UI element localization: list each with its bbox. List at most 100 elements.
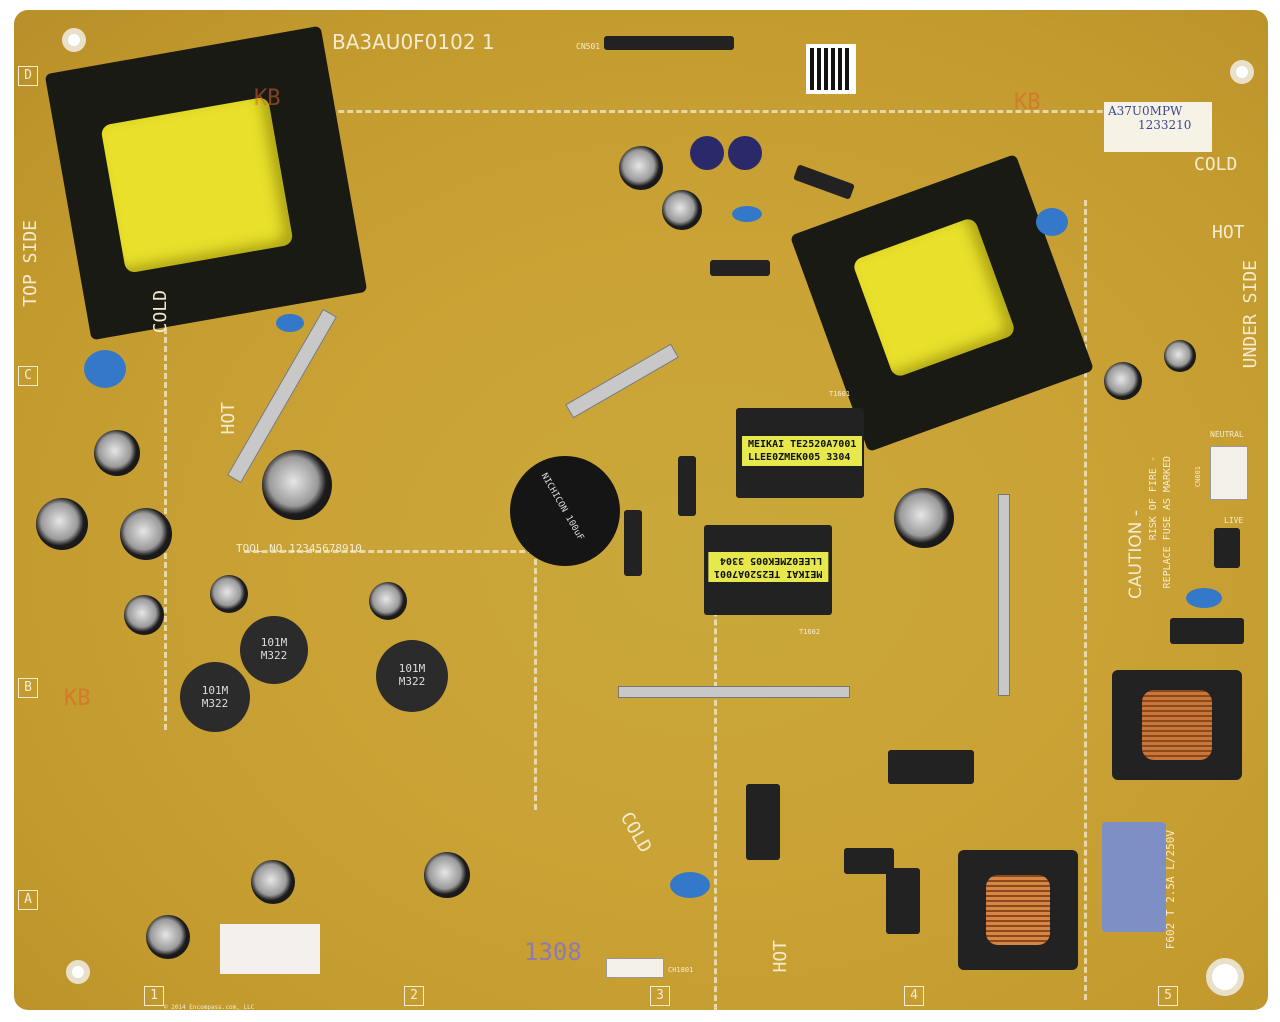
t1601-label: MEIKAI TE2520A7001 LLEE0ZMEK005 3304 <box>742 436 863 466</box>
cold-label: COLD <box>615 808 656 857</box>
diode <box>624 510 642 576</box>
relay <box>886 868 920 934</box>
mounting-hole <box>1206 958 1244 996</box>
isolation-trace <box>714 530 717 1010</box>
tool-number: TOOL NO.12345678910 <box>236 542 362 555</box>
electrolytic-capacitor <box>1164 340 1196 372</box>
column-mark-1: 1 <box>144 986 164 1006</box>
bulk-cap-marking: NICHICON 100uF <box>538 471 586 543</box>
qr-code <box>806 44 856 94</box>
electrolytic-capacitor <box>210 575 248 613</box>
live-label: LIVE <box>1224 516 1244 525</box>
electrolytic-capacitor <box>251 860 295 904</box>
sticker-code: 1233210 <box>1138 118 1192 132</box>
electrolytic-capacitor <box>262 450 332 520</box>
t1602-line1: MEIKAI TE2520A7001 <box>714 568 823 579</box>
ceramic-capacitor <box>670 872 710 898</box>
line-filter-choke <box>958 850 1078 970</box>
cn501-connector[interactable] <box>604 36 734 50</box>
isolation-trace <box>284 110 1184 113</box>
row-mark-c: C <box>18 366 38 386</box>
pcb-board: BA3AU0F0102 1 CN501 T1601 MEIKAI TE2520A… <box>14 10 1268 1011</box>
electrolytic-capacitor <box>94 430 140 476</box>
fuse-label: F602 T 2.5A L/250V <box>1164 830 1177 949</box>
inductor-value: 101M <box>398 662 426 675</box>
bridge-rectifier <box>888 750 974 784</box>
cold-label: COLD <box>1194 154 1238 175</box>
transformer-coil <box>100 96 294 274</box>
electrolytic-capacitor <box>619 146 663 190</box>
caution-title: CAUTION - <box>1126 510 1146 599</box>
ceramic-capacitor <box>84 350 126 388</box>
caution-line2: REPLACE FUSE AS MARKED <box>1162 456 1173 589</box>
column-mark-5: 5 <box>1158 986 1178 1006</box>
row-mark-d: D <box>18 66 38 86</box>
hot-label: HOT <box>770 940 791 973</box>
neutral-label: NEUTRAL <box>1210 430 1244 439</box>
t1601-line1: MEIKAI TE2520A7001 <box>748 439 857 450</box>
heatsink <box>565 343 679 419</box>
electrolytic-capacitor <box>36 498 88 550</box>
mounting-hole <box>62 28 86 52</box>
column-mark-3: 3 <box>650 986 670 1006</box>
t1601-line2: LLEE0ZMEK005 <box>748 452 821 463</box>
isolation-trace <box>1084 200 1087 1000</box>
ch1801-label: CH1801 <box>668 966 694 974</box>
fuse-rating: T 2.5A L/250V <box>1164 830 1177 917</box>
x-capacitor <box>1102 822 1166 932</box>
caution-line1: RISK OF FIRE - <box>1148 456 1159 541</box>
heatsink <box>618 686 850 698</box>
mounting-hole <box>66 960 90 984</box>
inductor-code: M322 <box>260 649 288 662</box>
kb-mark: KB <box>254 86 281 111</box>
cold-label: COLD <box>150 290 171 334</box>
barcode-sticker <box>220 924 320 974</box>
ch1801-connector[interactable] <box>606 958 664 978</box>
heatsink <box>998 494 1010 696</box>
mounting-hole <box>1230 60 1254 84</box>
sticker: A37U0MPW 1233210 <box>1104 102 1212 152</box>
sticker-model: A37U0MPW <box>1108 104 1183 118</box>
electrolytic-capacitor <box>120 508 172 560</box>
row-mark-a: A <box>18 890 38 910</box>
column-mark-4: 4 <box>904 986 924 1006</box>
diode <box>793 164 855 200</box>
t1602-code: 3304 <box>720 555 745 566</box>
relay <box>746 784 780 860</box>
electrolytic-capacitor <box>424 852 470 898</box>
ceramic-capacitor <box>1186 588 1222 608</box>
board-part-number: BA3AU0F0102 1 <box>332 30 495 54</box>
bulk-capacitor: NICHICON 100uF <box>510 456 620 566</box>
electrolytic-capacitor <box>124 595 164 635</box>
t1602-line2: LLEE0ZMEK005 <box>750 555 823 566</box>
ceramic-capacitor <box>1036 208 1068 236</box>
kb-mark: KB <box>64 686 91 711</box>
inductor-value: 101M <box>201 684 229 697</box>
inductor-value: 101M <box>260 636 288 649</box>
line-filter-choke <box>1112 670 1242 780</box>
kb-mark: KB <box>1014 90 1041 115</box>
cn601-label: CN601 <box>1194 466 1202 488</box>
electrolytic-capacitor <box>662 190 702 230</box>
electrolytic-capacitor <box>894 488 954 548</box>
electrolytic-capacitor <box>1104 362 1142 400</box>
t1601-code: 3304 <box>826 452 851 463</box>
row-mark-b: B <box>18 678 38 698</box>
filter-capacitor <box>1170 618 1244 644</box>
cn501-label: CN501 <box>576 42 601 51</box>
diode <box>678 456 696 516</box>
fuse-ref: F602 <box>1164 922 1177 950</box>
electrolytic-capacitor <box>728 136 762 170</box>
t1601-ref: T1601 <box>829 390 851 398</box>
isolation-trace <box>244 550 534 553</box>
date-stamp: 1308 <box>524 938 582 966</box>
inductor-code: M322 <box>201 697 229 710</box>
hot-label: HOT <box>218 402 239 435</box>
ceramic-capacitor <box>732 206 762 222</box>
diode <box>710 260 770 276</box>
t1602-label: MEIKAI TE2520A7001 LLEE0ZMEK005 3304 <box>708 552 829 582</box>
cn601-connector[interactable] <box>1210 446 1248 500</box>
